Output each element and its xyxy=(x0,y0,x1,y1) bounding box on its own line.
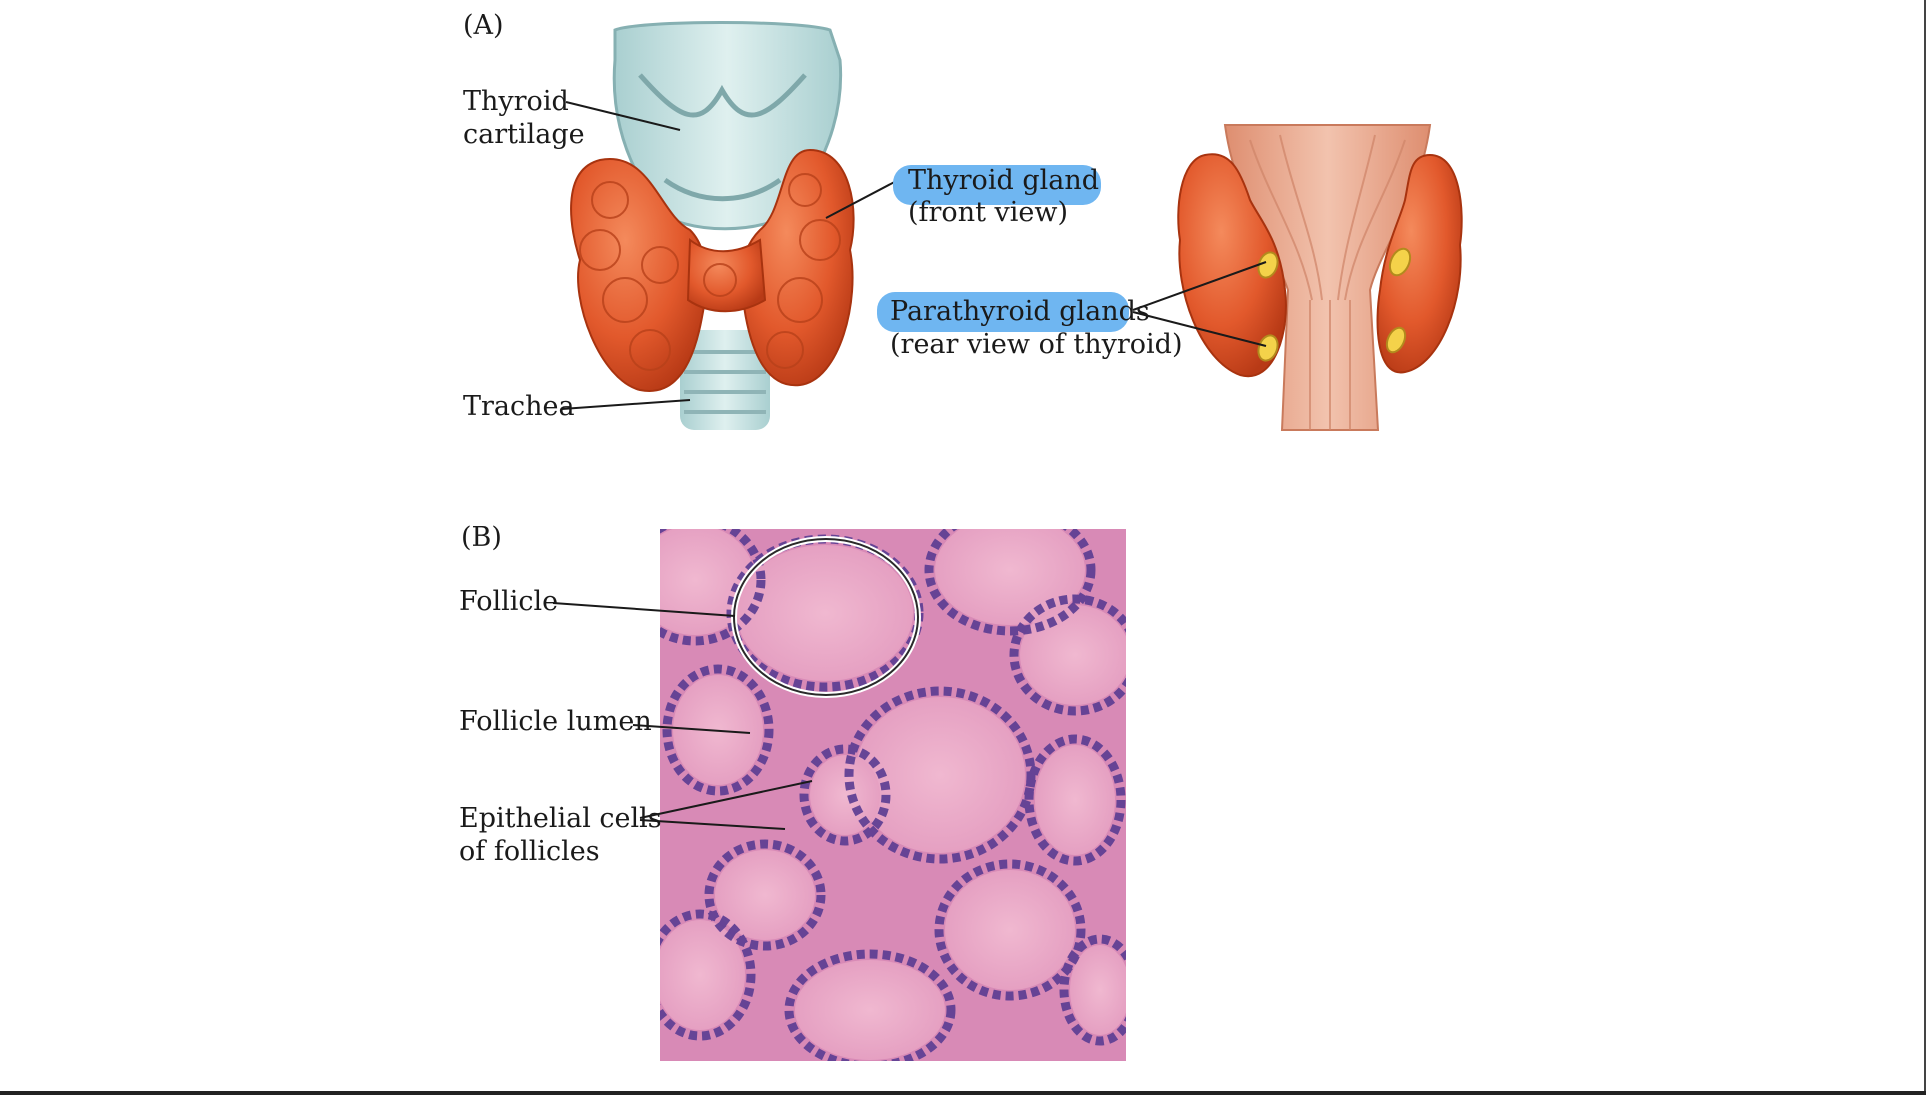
thyroid-cartilage-label-line1: Thyroid xyxy=(463,86,569,117)
epithelial-label-line2: of follicles xyxy=(459,836,600,867)
follicle-lumen-label: Follicle lumen xyxy=(459,706,652,737)
follicle-label: Follicle xyxy=(459,586,559,617)
thyroid-cartilage-label-line2: cartilage xyxy=(463,119,585,150)
thyroid-isthmus xyxy=(686,238,767,313)
rear-left-lobe xyxy=(1177,153,1287,378)
frame-border xyxy=(0,1091,1926,1095)
thyroid-gland-highlight xyxy=(893,165,1101,205)
panel-b-tag: (B) xyxy=(461,522,502,553)
leader-lines-a xyxy=(561,101,1267,410)
parathyroid-highlight xyxy=(877,292,1129,332)
parathyroid-label: Parathyroid glands xyxy=(890,296,1150,327)
rear-right-lobe xyxy=(1376,153,1463,374)
epithelial-nuclei xyxy=(660,529,1126,1061)
panel-a-tag: (A) xyxy=(463,10,504,41)
histology-micrograph xyxy=(660,529,1126,1061)
parathyroid-sublabel: (rear view of thyroid) xyxy=(890,329,1183,360)
thyroid-rear-view xyxy=(1177,124,1463,431)
thyroid-right-lobe xyxy=(740,148,855,387)
thyroid-gland-label: Thyroid gland xyxy=(908,165,1100,196)
follicle-lumens xyxy=(660,529,1126,1060)
parathyroid-glands xyxy=(1257,247,1412,362)
thyroid-front-view xyxy=(570,21,855,430)
thyroid-gland-sublabel: (front view) xyxy=(908,197,1069,228)
trachea-illustration xyxy=(680,330,770,430)
leader-lines-b xyxy=(552,602,813,830)
trachea-label: Trachea xyxy=(463,391,575,422)
epithelial-label-line1: Epithelial cells xyxy=(459,803,662,834)
frame-border xyxy=(1924,0,1926,1095)
